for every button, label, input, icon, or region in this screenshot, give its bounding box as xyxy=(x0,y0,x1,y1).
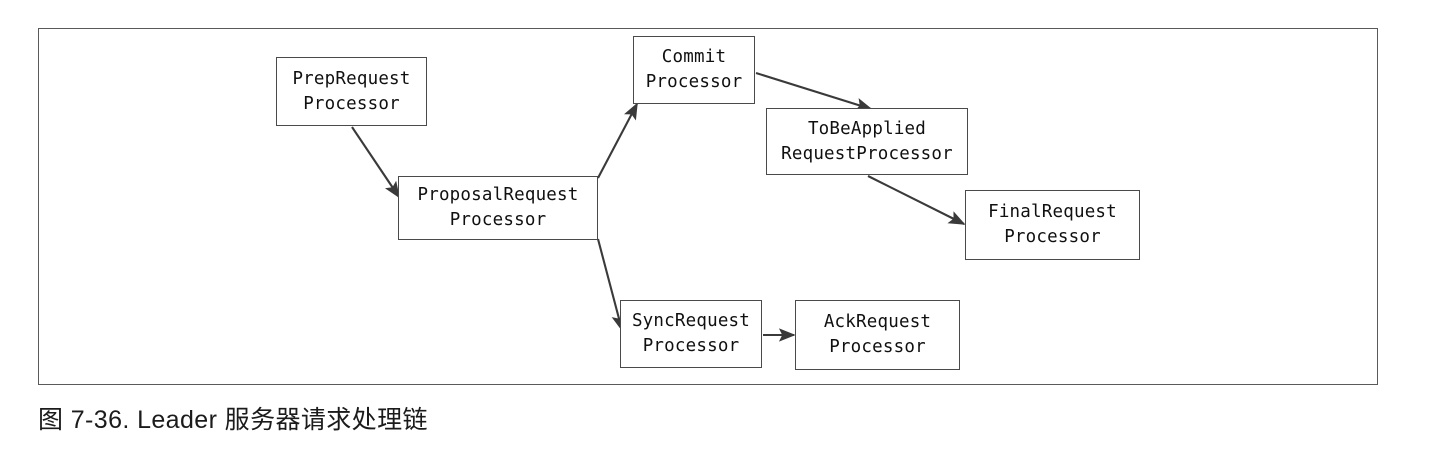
node-label-line1: ToBeApplied xyxy=(807,118,927,139)
node-label-line1: FinalRequest xyxy=(988,202,1117,223)
node-sync-request-processor: SyncRequest Processor xyxy=(620,300,762,368)
node-label-line1: ProposalRequest xyxy=(417,185,579,206)
figure-caption: 图 7-36. Leader 服务器请求处理链 xyxy=(38,406,428,434)
node-label-line1: Commit xyxy=(661,47,727,68)
node-label-line2: Processor xyxy=(829,337,926,357)
node-label-line1: SyncRequest xyxy=(631,311,751,332)
node-label-line2: Processor xyxy=(303,93,400,114)
node-prep-request-processor: PrepRequest Processor xyxy=(276,57,427,126)
node-label-line2: Processor xyxy=(449,210,547,230)
node-label-line1: AckRequest xyxy=(823,312,932,333)
node-label-line2: RequestProcessor xyxy=(781,143,953,164)
node-label-line2: Processor xyxy=(642,336,740,356)
node-label-line2: Processor xyxy=(1004,227,1101,247)
node-ack-request-processor: AckRequest Processor xyxy=(795,300,960,370)
node-commit-processor: Commit Processor xyxy=(633,36,755,104)
node-label-line2: Processor xyxy=(645,72,743,92)
node-tobeapplied-request-processor: ToBeApplied RequestProcessor xyxy=(766,108,968,175)
node-proposal-request-processor: ProposalRequest Processor xyxy=(398,176,598,240)
node-label-line1: PrepRequest xyxy=(292,68,411,89)
node-final-request-processor: FinalRequest Processor xyxy=(965,190,1140,260)
